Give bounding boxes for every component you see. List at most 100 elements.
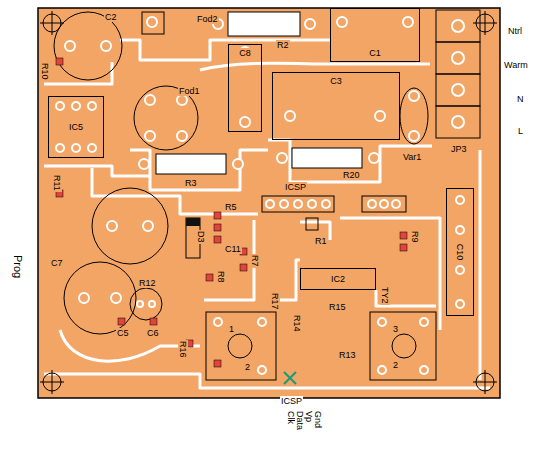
pad	[88, 102, 96, 110]
part-name: C1	[368, 48, 382, 58]
part-label: N	[516, 94, 525, 104]
module-circle	[392, 334, 416, 358]
part-label: C5	[116, 328, 130, 338]
smd-pad	[56, 58, 63, 65]
module-outline	[206, 312, 276, 380]
pin-header	[262, 196, 334, 212]
pad	[285, 111, 295, 121]
component-box: C8	[228, 44, 262, 132]
pad	[420, 318, 428, 326]
part-label: R7	[250, 254, 260, 268]
trace-gap	[268, 140, 432, 182]
part-label: R17	[270, 292, 280, 311]
pad	[56, 144, 64, 152]
trace-gap	[92, 168, 258, 214]
component-box: C1	[330, 8, 420, 62]
varistor-outline	[400, 88, 428, 144]
pad	[258, 366, 266, 374]
pad	[107, 221, 117, 231]
pad	[56, 102, 64, 110]
part-name: IC5	[68, 122, 84, 132]
pad	[452, 116, 464, 128]
hole-cross	[40, 11, 64, 35]
pad	[177, 95, 187, 105]
pad	[72, 144, 80, 152]
mounting-holes	[40, 11, 497, 394]
pad	[177, 131, 187, 141]
pad	[266, 200, 274, 208]
part-label: 2	[244, 362, 251, 372]
pad	[149, 301, 155, 307]
module-outline	[370, 312, 436, 380]
part-label: R3	[184, 178, 198, 188]
smd-pad	[118, 318, 125, 325]
pad	[369, 153, 379, 163]
pad	[375, 111, 385, 121]
pad	[452, 20, 464, 32]
pad	[378, 366, 386, 374]
part-label: L	[517, 126, 524, 136]
smd-pad	[206, 274, 213, 281]
pad	[368, 200, 376, 208]
pad	[143, 221, 153, 231]
resistor-body	[228, 12, 300, 36]
trace-gap	[44, 62, 112, 84]
smd-pad	[400, 232, 407, 239]
smd-pad	[150, 318, 157, 325]
part-name: C8	[238, 48, 252, 58]
part-label: R1	[314, 236, 328, 246]
diode-band	[186, 218, 200, 226]
pad	[79, 293, 89, 303]
pad	[101, 41, 111, 51]
component-box: IC2	[300, 268, 376, 290]
trace-gap	[280, 260, 300, 300]
pad	[322, 200, 330, 208]
pad	[456, 196, 464, 204]
trace-gap	[200, 63, 430, 70]
pad	[280, 200, 288, 208]
through-hole-pads	[56, 17, 464, 374]
part-label: R13	[338, 350, 357, 360]
part-label: R14	[292, 314, 302, 333]
part-label: Fod1	[178, 86, 201, 96]
part-label: R11	[52, 174, 62, 192]
component-outlines	[54, 10, 480, 380]
part-label: R8	[216, 270, 226, 284]
pad	[409, 131, 419, 141]
smd-pads	[56, 58, 407, 367]
resistor-body	[156, 154, 226, 174]
pad	[305, 19, 315, 29]
part-label: C7	[50, 258, 64, 268]
pad	[145, 131, 155, 141]
pad	[452, 84, 464, 96]
pad	[452, 52, 464, 64]
part-label: R15	[328, 302, 347, 312]
part-outline	[306, 218, 318, 230]
pad	[456, 300, 464, 308]
terminal-block	[436, 42, 480, 74]
pad	[258, 318, 266, 326]
pad	[240, 117, 250, 127]
part-label: C2	[104, 12, 118, 22]
pad	[214, 318, 222, 326]
pad	[420, 366, 428, 374]
trace-gap	[120, 40, 330, 60]
pad	[392, 200, 400, 208]
pad	[403, 17, 413, 27]
smd-pad	[214, 360, 221, 367]
pad	[233, 159, 243, 169]
part-name: IC2	[330, 274, 346, 284]
part-name: C3	[329, 76, 343, 86]
part-label: R20	[342, 170, 361, 180]
trace-gap	[130, 150, 268, 190]
pad	[137, 301, 143, 307]
part-label: R12	[138, 278, 157, 288]
part-label: Fod2	[196, 14, 219, 24]
part-label: JP3	[450, 144, 468, 154]
module-circle	[228, 334, 252, 358]
trace-gap	[340, 218, 440, 330]
part-label: R10	[40, 62, 50, 81]
